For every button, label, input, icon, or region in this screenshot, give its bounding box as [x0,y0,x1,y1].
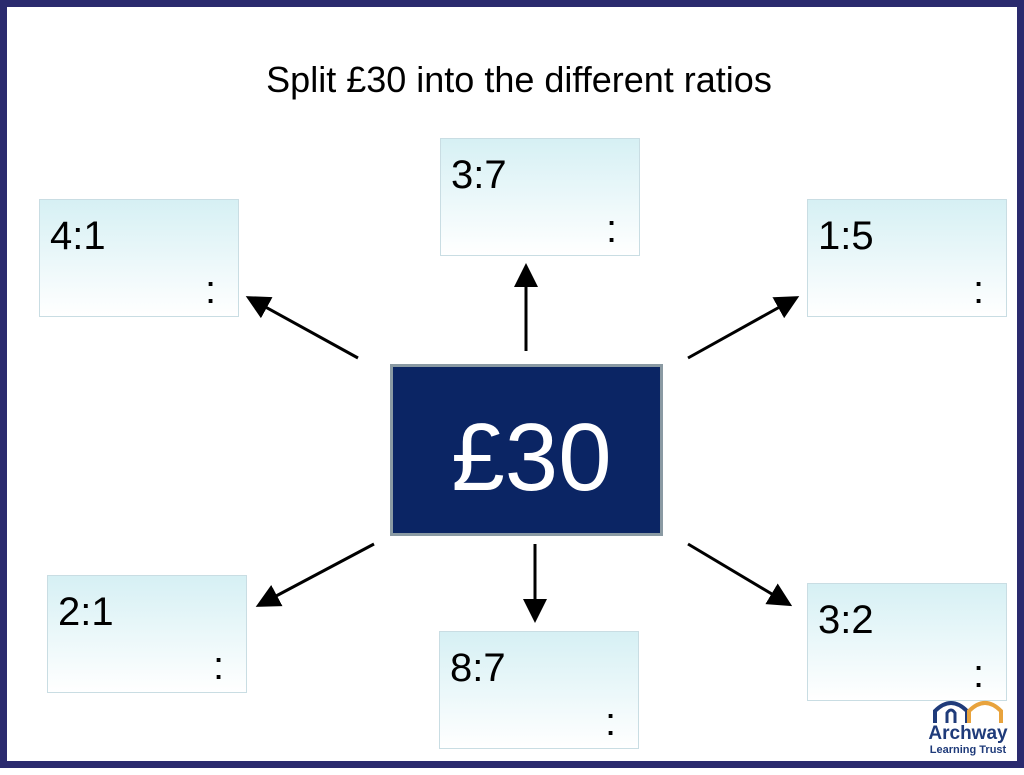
ratio-label: 3:7 [451,153,507,197]
ratio-box-2-1: 2:1 : [47,575,247,693]
arrow-to-2-1 [255,542,375,607]
arrow-to-3-2 [687,542,793,607]
answer-separator: : [205,268,217,312]
ratio-box-3-2: 3:2 : [807,583,1007,701]
answer-separator: : [605,700,617,744]
ratio-box-3-7: 3:7 : [440,138,640,256]
answer-separator: : [973,652,985,696]
center-amount: £30 [451,404,612,511]
answer-separator: : [606,207,618,251]
ratio-box-8-7: 8:7 : [439,631,639,749]
answer-separator: : [973,268,985,312]
logo-subtitle: Learning Trust [929,744,1007,756]
answer-separator: : [213,644,225,688]
slide-title: Split £30 into the different ratios [266,59,772,100]
center-amount-box: £30 [390,364,663,536]
logo-name: Archway [928,723,1008,744]
ratio-label: 3:2 [818,598,874,642]
ratio-label: 4:1 [50,214,106,258]
arch-logo-icon [933,701,1003,723]
ratio-label: 2:1 [58,590,114,634]
arrow-to-4-1 [245,296,359,360]
archway-logo: Archway Learning Trust [925,697,1011,757]
ratio-label: 1:5 [818,214,874,258]
ratio-box-1-5: 1:5 : [807,199,1007,317]
ratio-label: 8:7 [450,646,506,690]
arrows-layer [245,263,800,623]
ratio-box-4-1: 4:1 : [39,199,239,317]
arrow-to-1-5 [687,296,800,360]
